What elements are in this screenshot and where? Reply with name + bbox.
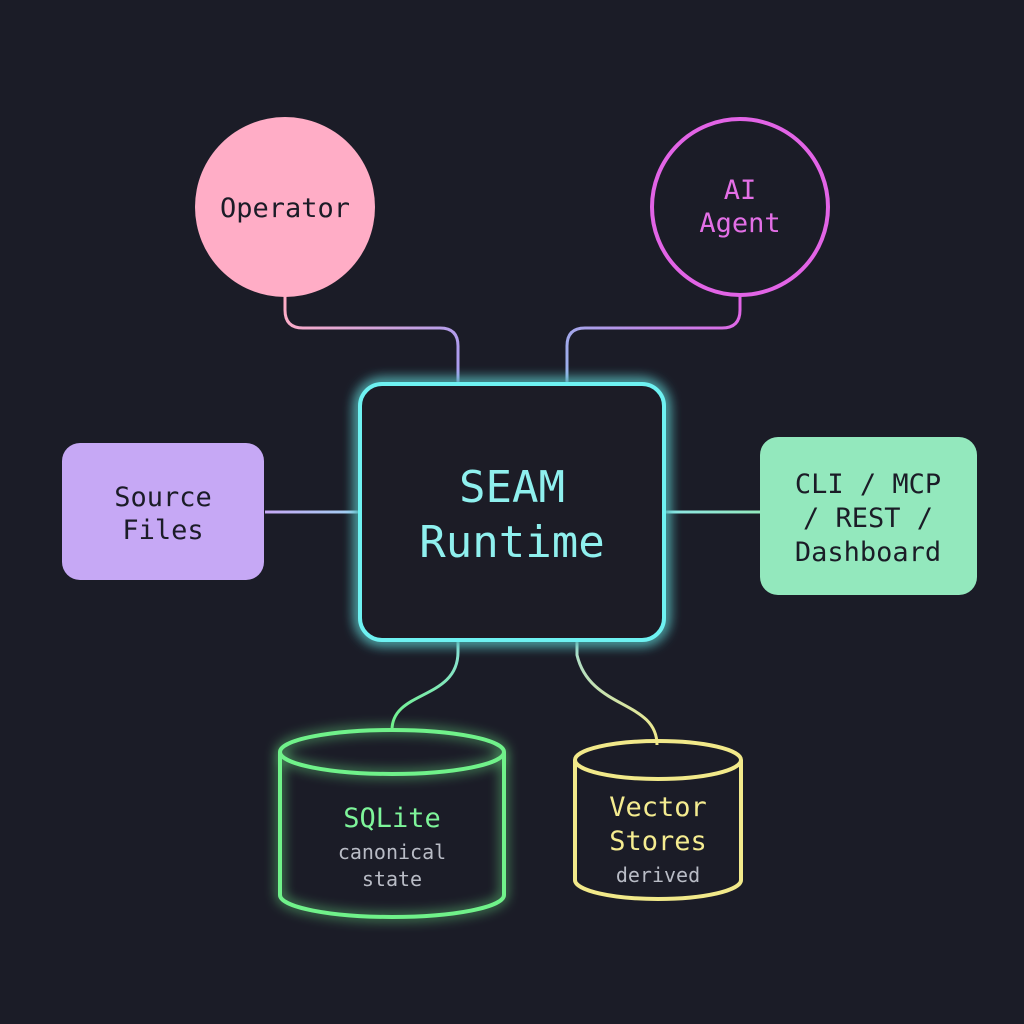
operator-label: Operator (220, 193, 350, 224)
connector-operator-runtime (283, 295, 460, 382)
vector-stores-cylinder-body (573, 760, 743, 901)
interfaces-label-line1: CLI / MCP (795, 469, 941, 500)
connector-agent-runtime (565, 295, 742, 382)
operator-node: Operator (195, 117, 375, 297)
vector-stores-label-line2: Stores (609, 826, 707, 857)
connector-runtime-vectorstores (575, 640, 659, 746)
seam-runtime-label-line1: SEAM (459, 462, 565, 513)
sqlite-sublabel-line2: state (362, 867, 422, 891)
ai-agent-node: AI Agent (650, 117, 830, 297)
interfaces-label-line3: Dashboard (795, 537, 941, 568)
operator-circle (195, 117, 375, 297)
ai-agent-label-line2: Agent (699, 208, 780, 239)
connector-runtime-sqlite (390, 640, 460, 731)
sqlite-cylinder-top (278, 728, 506, 776)
vector-stores-label-line1: Vector (609, 792, 707, 823)
sqlite-cylinder-body (278, 752, 506, 919)
interfaces-label-line2: / REST / (803, 503, 933, 534)
vector-stores-sublabel: derived (616, 863, 700, 887)
seam-runtime-box (358, 382, 666, 642)
source-files-box (62, 443, 264, 580)
ai-agent-circle (650, 117, 830, 297)
interfaces-node: CLI / MCP / REST / Dashboard (760, 437, 977, 595)
seam-runtime-label-line2: Runtime (419, 517, 604, 568)
vector-stores-cylinder-top (573, 739, 743, 781)
seam-runtime-node: SEAM Runtime (358, 382, 666, 642)
sqlite-sublabel-line1: canonical (338, 840, 446, 864)
ai-agent-label-line1: AI (724, 175, 757, 206)
sqlite-database (278, 728, 506, 919)
sqlite-label: SQLite (343, 803, 441, 834)
source-files-label-line2: Files (122, 515, 203, 546)
vector-stores-database (573, 739, 743, 901)
source-files-label-line1: Source (114, 482, 212, 513)
interfaces-box (760, 437, 977, 595)
source-files-node: Source Files (62, 443, 264, 580)
